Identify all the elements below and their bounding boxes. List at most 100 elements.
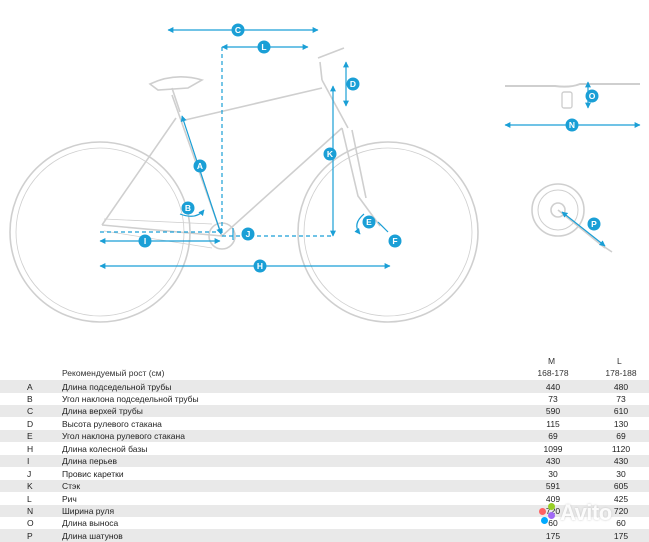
row-size-m: 430 <box>545 456 561 467</box>
svg-text:N: N <box>569 120 575 130</box>
table-row: O Длина выноса 60 60 <box>0 517 649 530</box>
row-name: Ширина руля <box>62 506 115 516</box>
row-size-l: 610 <box>613 406 629 417</box>
geometry-table: M L Рекомендуемый рост (см) 168-178 178-… <box>0 352 649 542</box>
row-size-m: 69 <box>548 431 558 442</box>
row-size-m: 60 <box>548 518 558 529</box>
marker-i: I <box>138 234 152 248</box>
size-l-height: 178-188 <box>605 368 637 378</box>
row-size-l: 60 <box>616 518 626 529</box>
marker-a: A <box>193 159 207 173</box>
watermark-text: Avito <box>560 500 612 525</box>
table-row: I Длина перьев 430 430 <box>0 454 649 468</box>
row-code: O <box>27 518 34 529</box>
row-name: Длина верхей трубы <box>62 406 143 417</box>
svg-text:E: E <box>366 217 372 227</box>
dim-f-arc <box>377 221 389 233</box>
marker-n: N <box>565 118 579 132</box>
svg-text:I: I <box>144 236 146 246</box>
table-row: C Длина верхей трубы 590 610 <box>0 404 649 418</box>
row-size-l: 130 <box>613 418 629 429</box>
markers: C L D A K B J E F I H O N P <box>138 23 601 273</box>
marker-k: K <box>323 147 337 161</box>
row-code: K <box>27 481 33 492</box>
dim-p <box>561 211 606 247</box>
row-size-l: 175 <box>613 530 629 541</box>
row-size-m: 590 <box>545 406 561 417</box>
svg-text:J: J <box>246 229 251 239</box>
marker-o: O <box>585 89 599 103</box>
avito-dot-red <box>539 508 546 515</box>
marker-f: F <box>388 234 402 248</box>
svg-text:L: L <box>261 42 266 52</box>
front-wheel-rim <box>303 147 473 317</box>
row-code: C <box>27 406 34 417</box>
row-name: Длина шатунов <box>62 530 123 541</box>
size-m-label: M <box>548 356 556 366</box>
row-name: Длина перьев <box>62 456 117 467</box>
row-size-l: 605 <box>613 481 629 492</box>
handlebar-detail <box>505 83 640 109</box>
dim-b-arc <box>179 209 205 217</box>
row-name: Угол наклона подседельной трубы <box>62 393 199 404</box>
svg-text:A: A <box>197 161 203 171</box>
row-size-l: 1120 <box>611 443 631 454</box>
row-name: Длина выноса <box>62 518 119 529</box>
row-size-m: 591 <box>545 481 561 492</box>
row-size-l: 69 <box>616 431 626 442</box>
svg-text:D: D <box>350 79 356 89</box>
row-name: Провис каретки <box>62 468 124 479</box>
row-name: Стэк <box>62 481 81 492</box>
marker-b: B <box>181 201 195 215</box>
marker-c: C <box>231 23 245 37</box>
dim-a <box>180 115 223 235</box>
seatpost <box>171 87 181 113</box>
row-code: A <box>27 381 33 392</box>
row-size-l: 73 <box>616 393 626 404</box>
row-size-m: 115 <box>546 418 560 429</box>
row-code: L <box>27 493 32 504</box>
row-size-m: 30 <box>548 468 558 479</box>
row-name: Длина колесной базы <box>62 443 148 454</box>
fork <box>341 127 381 227</box>
handlebar-stem <box>317 47 345 81</box>
svg-text:F: F <box>392 236 397 246</box>
bike-geometry-diagram: C L D A K B J E F I H O N P <box>9 23 641 323</box>
row-size-m: 73 <box>548 393 558 404</box>
row-size-l: 430 <box>613 456 629 467</box>
row-code: J <box>27 468 32 479</box>
row-name: Высота рулевого стакана <box>62 418 162 429</box>
front-wheel <box>297 141 479 323</box>
marker-p: P <box>587 217 601 231</box>
dimension-lines <box>99 27 641 269</box>
row-size-l: 720 <box>613 506 629 516</box>
svg-text:C: C <box>235 25 241 35</box>
saddle <box>148 76 205 91</box>
marker-e: E <box>362 215 376 229</box>
row-code: H <box>27 443 34 454</box>
row-name: Длина подседельной трубы <box>62 381 172 392</box>
svg-text:O: O <box>589 91 596 101</box>
marker-j: J <box>241 227 255 241</box>
svg-text:B: B <box>185 203 191 213</box>
row-size-l: 480 <box>613 381 629 392</box>
recommended-height-label: Рекомендуемый рост (см) <box>62 368 165 378</box>
row-size-l: 30 <box>616 468 626 479</box>
marker-d: D <box>346 77 360 91</box>
row-code: I <box>27 456 30 467</box>
bike-outline <box>9 47 479 323</box>
svg-text:P: P <box>591 219 597 229</box>
avito-watermark: Avito <box>560 500 612 526</box>
dim-e-arc <box>354 213 365 235</box>
avito-dot-purple <box>548 512 555 519</box>
row-code: P <box>27 530 33 541</box>
row-size-m: 1099 <box>543 443 563 454</box>
row-size-m: 720 <box>545 506 561 516</box>
size-m-height: 168-178 <box>537 368 569 378</box>
